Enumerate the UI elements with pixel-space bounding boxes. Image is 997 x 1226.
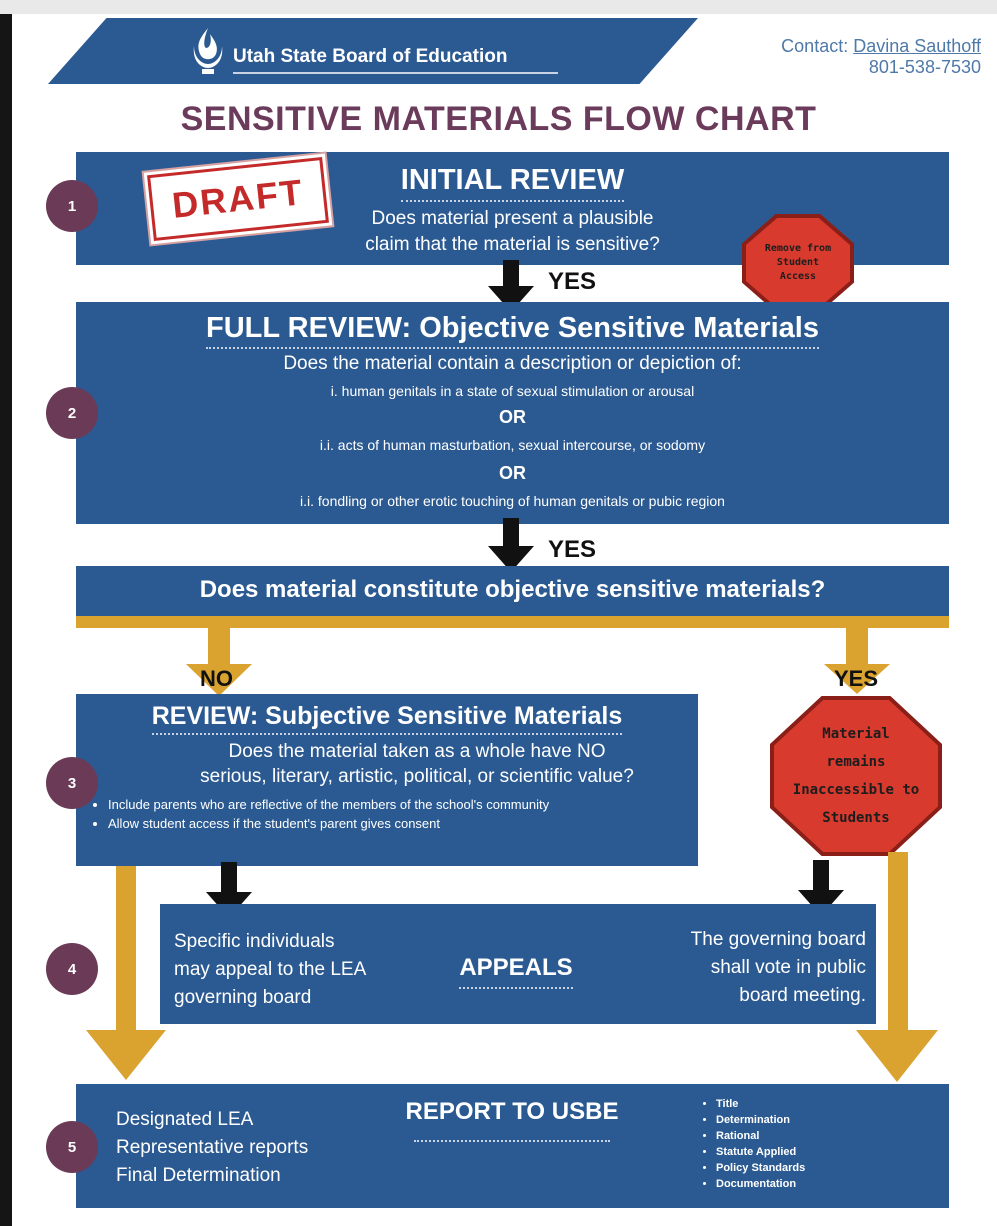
yes-arrow-head-icon — [824, 664, 890, 694]
full-review-item-3: i.i. fondling or other erotic touching o… — [300, 493, 725, 509]
top-margin — [0, 0, 997, 14]
report-left-text: Designated LEA Representative reports Fi… — [116, 1106, 308, 1190]
report-left-line-3: Final Determination — [116, 1165, 281, 1186]
subjective-review-line-2: serious, literary, artistic, political, … — [200, 766, 634, 787]
list-item: Statute Applied — [716, 1144, 805, 1160]
report-box — [76, 1084, 949, 1208]
stop-remove-line-3: Access — [779, 271, 817, 282]
list-item: Documentation — [716, 1176, 805, 1192]
page-title: SENSITIVE MATERIALS FLOW CHART — [180, 100, 817, 138]
step-3-badge: 3 — [46, 757, 98, 809]
objective-question-text: Does material constitute objective sensi… — [199, 576, 826, 603]
down-arrow-1-icon — [488, 260, 534, 312]
left-edge-bar — [0, 14, 12, 1226]
yes-arrow-shaft — [846, 626, 868, 666]
initial-review-line-1: Does material present a plausible — [371, 208, 654, 229]
list-item: Determination — [716, 1112, 805, 1128]
left-long-arrow-head-icon — [86, 1030, 166, 1080]
no-arrow-head-icon — [186, 664, 252, 696]
contact-phone: 801-538-7530 — [868, 57, 981, 77]
left-long-arrow-shaft — [116, 866, 136, 1036]
appeals-right-line-1: The governing board — [690, 929, 866, 950]
report-title-rule — [414, 1140, 610, 1142]
report-left-line-2: Representative reports — [116, 1137, 309, 1158]
subjective-review-line-1: Does the material taken as a whole have … — [228, 741, 606, 762]
initial-review-line-2: claim that the material is sensitive? — [365, 234, 660, 255]
list-item: Title — [716, 1096, 805, 1112]
full-review-title: FULL REVIEW: Objective Sensitive Materia… — [206, 312, 819, 349]
no-label: NO — [200, 666, 233, 691]
appeals-right-line-3: board meeting. — [739, 985, 866, 1006]
appeals-title: APPEALS — [459, 954, 573, 989]
subjective-review-text: REVIEW: Subjective Sensitive Materials D… — [76, 702, 698, 833]
down-arrow-2-icon — [488, 518, 534, 572]
yes-label-3: YES — [834, 666, 879, 691]
full-review-or-2: OR — [499, 463, 526, 483]
report-title: REPORT TO USBE — [405, 1098, 619, 1125]
appeals-box — [160, 904, 876, 1024]
contact-label: Contact: — [781, 36, 849, 56]
stop-remove-line-1: Remove from — [764, 243, 832, 254]
full-review-item-2: i.i. acts of human masturbation, sexual … — [319, 437, 706, 453]
appeals-left-line-1: Specific individuals — [174, 931, 335, 952]
full-review-or-1: OR — [499, 407, 526, 427]
list-item: Policy Standards — [716, 1160, 805, 1176]
contact-block: Contact: Davina Sauthoff 801-538-7530 — [781, 36, 981, 78]
yes-label-1: YES — [548, 268, 597, 295]
list-item: Include parents who are reflective of th… — [108, 795, 698, 814]
objective-question-bar — [76, 566, 949, 616]
stop-remove-line-2: Student — [776, 257, 820, 268]
appeals-right-line-2: shall vote in public — [710, 957, 866, 978]
initial-review-title: INITIAL REVIEW — [400, 164, 625, 202]
flame-torch-icon — [193, 28, 223, 74]
down-arrow-4-icon — [798, 860, 844, 916]
stop-remains-line-1: Material — [822, 726, 890, 742]
stop-sign-remove: Remove from Student Access — [746, 218, 850, 308]
org-name: Utah State Board of Education — [233, 46, 508, 67]
stop-remains-line-3: Inaccessible to — [792, 782, 920, 798]
step-5-badge: 5 — [46, 1121, 98, 1173]
yes-label-2: YES — [548, 536, 597, 563]
stop-remains-line-4: Students — [822, 810, 890, 826]
list-item: Rational — [716, 1128, 805, 1144]
step-1-badge: 1 — [46, 180, 98, 232]
report-title-wrap: REPORT TO USBE — [384, 1098, 640, 1142]
step-4-badge: 4 — [46, 943, 98, 995]
subjective-review-bullets: Include parents who are reflective of th… — [90, 795, 698, 833]
subjective-review-title: REVIEW: Subjective Sensitive Materials — [151, 702, 623, 735]
report-left-line-1: Designated LEA — [116, 1109, 254, 1130]
appeals-left-line-3: governing board — [174, 987, 312, 1008]
right-long-arrow-shaft — [888, 852, 908, 1034]
question-bar-gold-rule — [76, 616, 949, 628]
appeals-left-line-2: may appeal to the LEA — [174, 959, 367, 980]
report-bullets: Title Determination Rational Statute App… — [700, 1096, 805, 1192]
full-review-item-1: i. human genitals in a state of sexual s… — [330, 383, 695, 399]
list-item: Allow student access if the student's pa… — [108, 814, 698, 833]
stop-remains-line-2: remains — [826, 754, 886, 770]
right-long-arrow-head-icon — [856, 1030, 938, 1082]
stop-sign-remains: Material remains Inaccessible to Student… — [774, 700, 938, 852]
appeals-right-text: The governing board shall vote in public… — [620, 926, 866, 1010]
full-review-text: FULL REVIEW: Objective Sensitive Materia… — [76, 312, 949, 517]
no-arrow-shaft — [208, 626, 230, 666]
full-review-question: Does the material contain a description … — [283, 353, 742, 374]
initial-review-text: INITIAL REVIEW Does material present a p… — [340, 164, 685, 258]
org-underline — [233, 72, 558, 74]
subjective-review-box — [76, 694, 698, 866]
step-2-badge: 2 — [46, 387, 98, 439]
appeals-title-wrap: APPEALS — [448, 954, 584, 989]
full-review-box — [76, 302, 949, 524]
appeals-left-text: Specific individuals may appeal to the L… — [174, 928, 366, 1012]
contact-name[interactable]: Davina Sauthoff — [853, 36, 981, 56]
